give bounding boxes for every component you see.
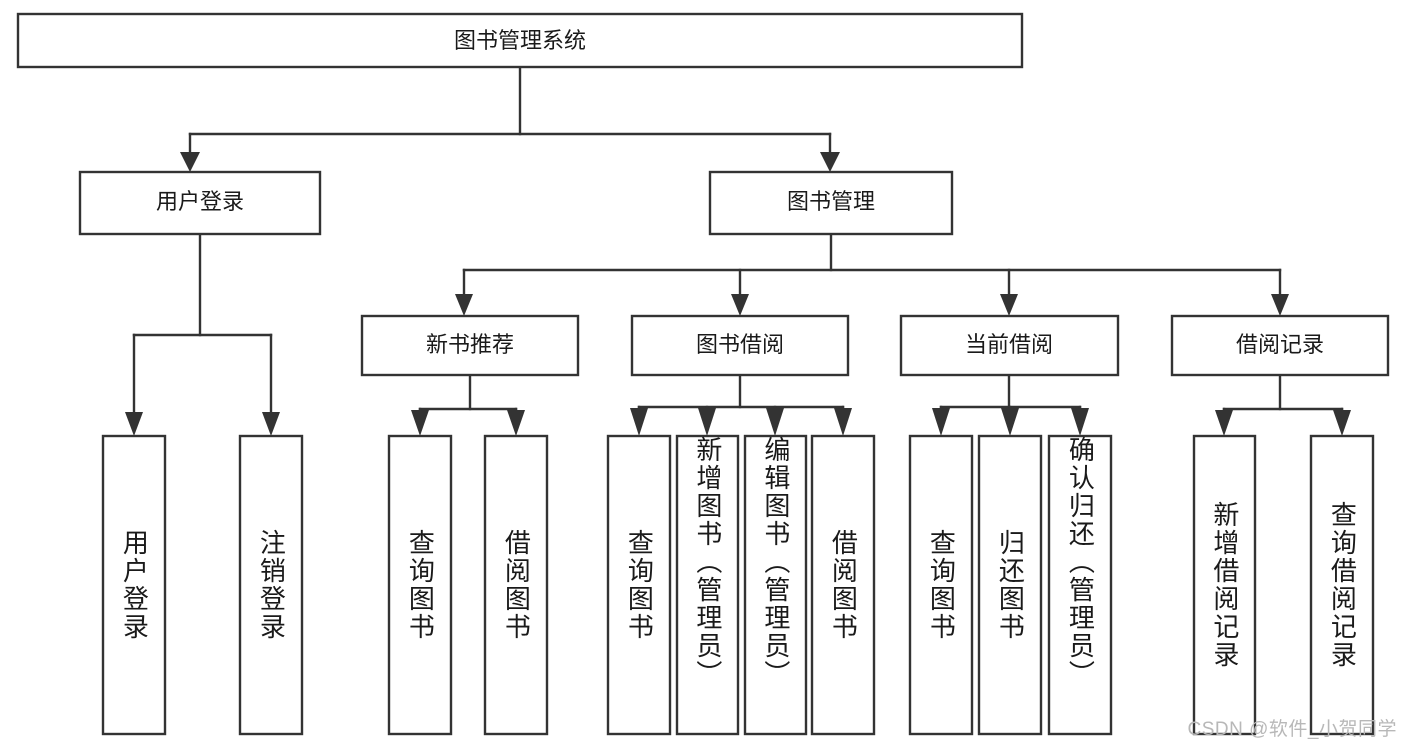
- node-borrow-record-box[interactable]: [1170, 314, 1390, 377]
- node-root-label: 图书管理系统: [454, 28, 586, 53]
- leaf-user-login-box[interactable]: [101, 434, 167, 736]
- node-user-login-label: 用户登录: [156, 189, 244, 214]
- node-borrow-record-label: 借阅记录: [1236, 332, 1324, 357]
- node-layer: 图书管理系统 用户登录 图书管理 新书推荐 图书借阅 当前借阅 借阅记录: [16, 12, 1390, 736]
- leaf-query-book-2-box[interactable]: [606, 434, 672, 736]
- node-root-box[interactable]: [16, 12, 1024, 69]
- arrow-currentborrow-leaf3: [1071, 408, 1089, 436]
- node-current-borrow-box[interactable]: [899, 314, 1120, 377]
- leaf-return-book-box[interactable]: [977, 434, 1043, 736]
- leaf-query-book-3-box[interactable]: [908, 434, 974, 736]
- leaf-confirm-return-box[interactable]: [1047, 434, 1113, 736]
- arrow-newbook-leaf2: [507, 410, 525, 436]
- leaf-borrow-book-1-box[interactable]: [483, 434, 549, 736]
- arrow-borrowrecord-leaf1: [1215, 410, 1233, 436]
- leaf-borrow-book-2-box[interactable]: [810, 434, 876, 736]
- arrow-userlogin-leaf1: [125, 412, 143, 436]
- watermark-text: CSDN @软件_小贺同学: [1187, 719, 1397, 740]
- arrow-bookmgmt-c1: [455, 294, 473, 316]
- arrow-bookborrow-leaf3: [766, 408, 784, 436]
- node-book-borrow-label: 图书借阅: [696, 332, 784, 357]
- node-current-borrow-label: 当前借阅: [965, 332, 1053, 357]
- arrow-bookborrow-leaf1: [630, 408, 648, 436]
- arrow-currentborrow-leaf1: [932, 408, 950, 436]
- arrow-root-to-book-management: [820, 152, 840, 172]
- arrow-bookmgmt-c2: [731, 294, 749, 316]
- arrow-bookborrow-leaf2: [698, 408, 716, 436]
- node-user-login-box[interactable]: [78, 170, 322, 236]
- node-book-management-label: 图书管理: [787, 189, 875, 214]
- leaf-query-book-1-box[interactable]: [387, 434, 453, 736]
- leaf-query-record-box[interactable]: [1309, 434, 1375, 736]
- arrow-borrowrecord-leaf2: [1333, 410, 1351, 436]
- leaf-add-record-box[interactable]: [1192, 434, 1257, 736]
- leaf-edit-book-box[interactable]: [743, 434, 808, 736]
- arrow-newbook-leaf1: [411, 410, 429, 436]
- leaf-add-book-box[interactable]: [675, 434, 740, 736]
- node-book-management-box[interactable]: [708, 170, 954, 236]
- arrow-userlogin-leaf2: [262, 412, 280, 436]
- leaf-user-logout-box[interactable]: [238, 434, 304, 736]
- node-new-book-recommend-label: 新书推荐: [426, 332, 514, 357]
- arrow-bookborrow-leaf4: [834, 408, 852, 436]
- arrow-currentborrow-leaf2: [1001, 408, 1019, 436]
- node-book-borrow-box[interactable]: [630, 314, 850, 377]
- connector-layer: [125, 65, 1351, 436]
- node-new-book-recommend-box[interactable]: [360, 314, 580, 377]
- arrow-bookmgmt-c3: [1000, 294, 1018, 316]
- arrow-bookmgmt-c4: [1271, 294, 1289, 316]
- arrow-root-to-user-login: [180, 152, 200, 172]
